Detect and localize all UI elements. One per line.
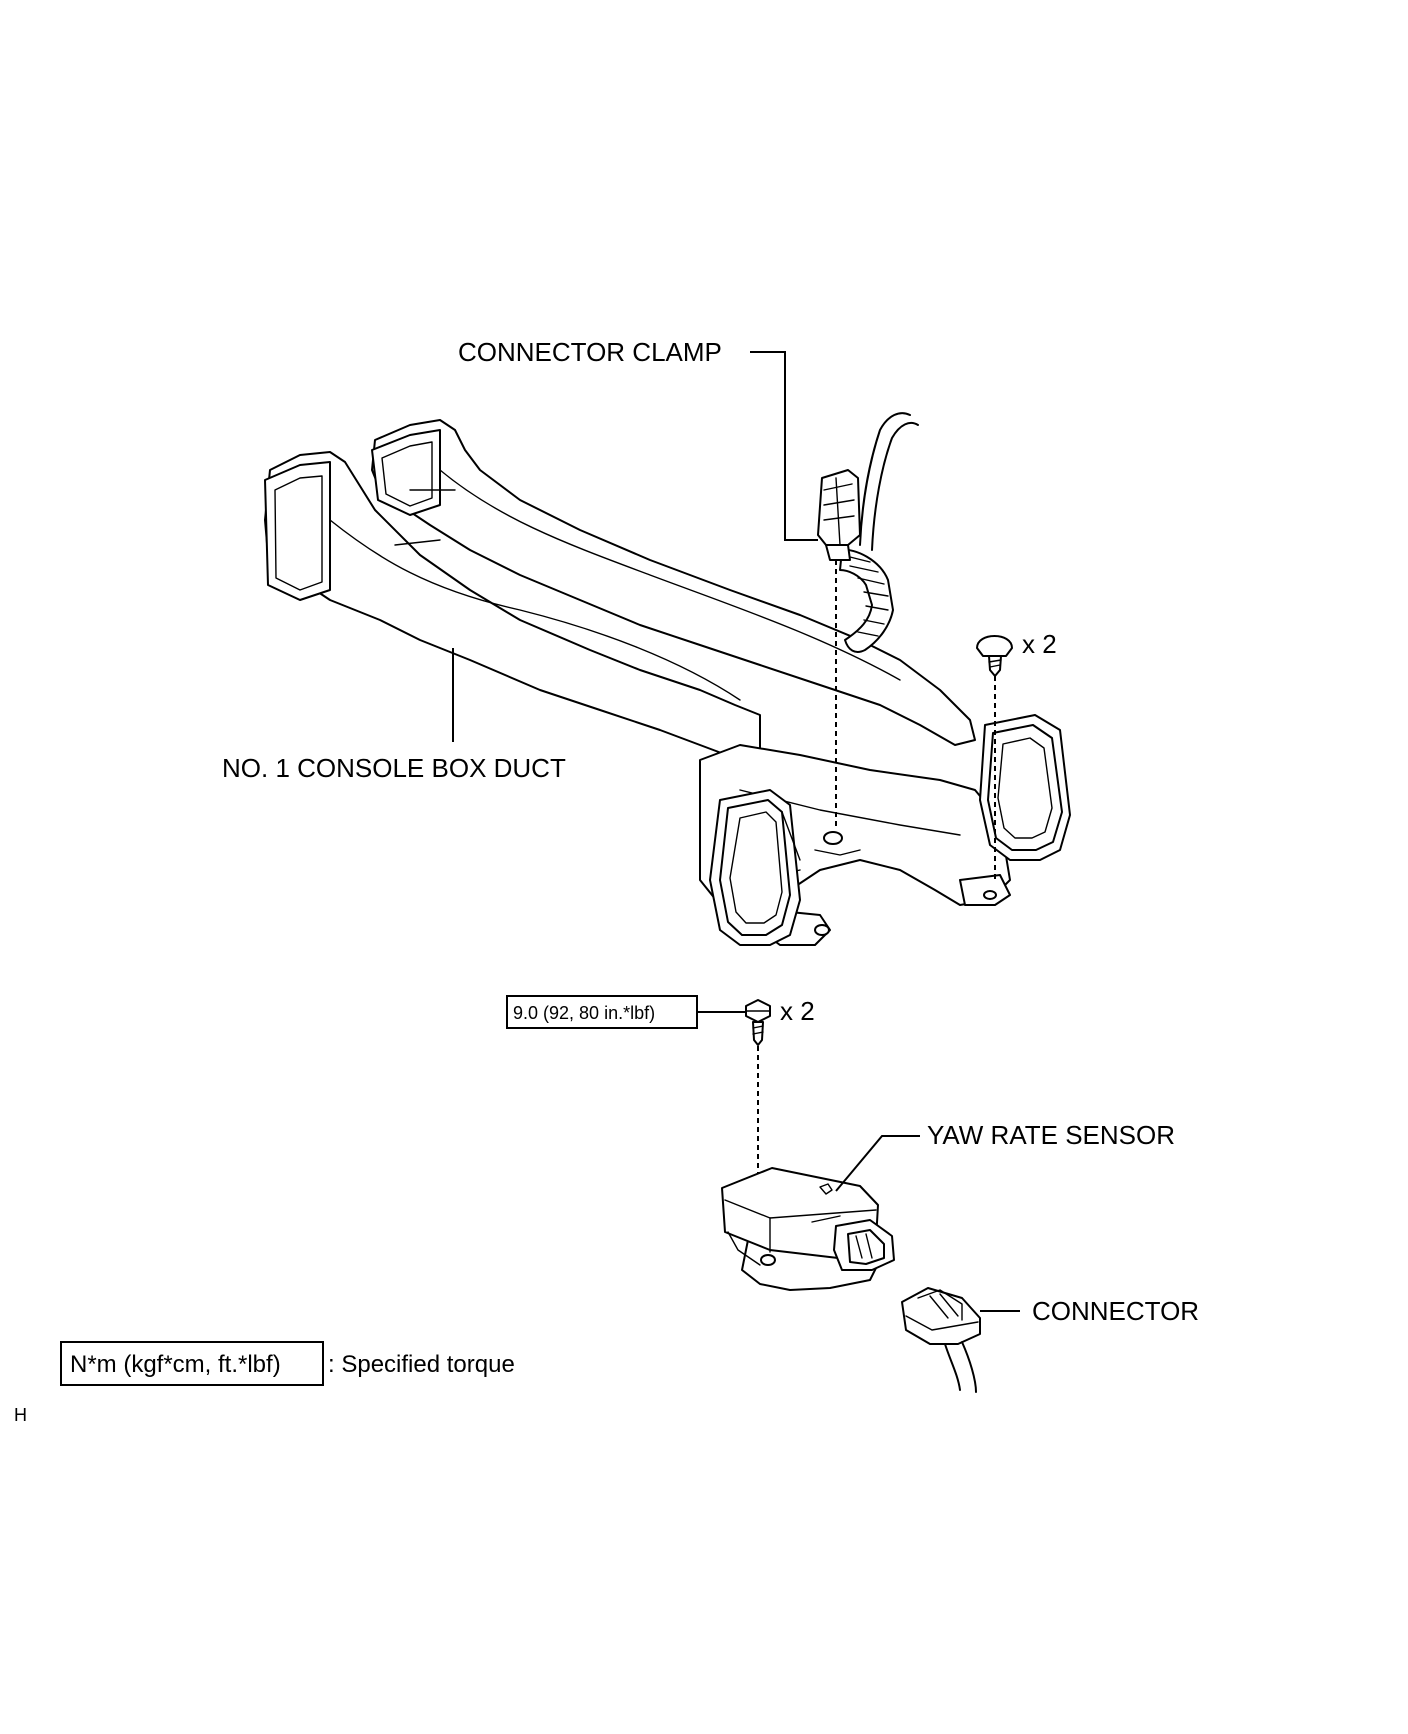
torque-spec-value: 9.0 (92, 80 in.*lbf) bbox=[513, 1003, 655, 1023]
clip-quantity: x 2 bbox=[1022, 629, 1057, 659]
console-box-duct-label: NO. 1 CONSOLE BOX DUCT bbox=[222, 753, 566, 783]
console-box-duct bbox=[264, 419, 1071, 946]
legend-unit-box bbox=[60, 1341, 324, 1386]
legend-description: : Specified torque bbox=[328, 1351, 515, 1378]
bolt-quantity: x 2 bbox=[780, 996, 815, 1026]
legend-unit-text: N*m (kgf*cm, ft.*lbf) bbox=[70, 1351, 281, 1378]
yaw-rate-sensor bbox=[721, 1167, 895, 1291]
connector-clamp bbox=[817, 412, 919, 830]
connector-plug bbox=[901, 1287, 981, 1393]
figure-code: H bbox=[14, 1405, 27, 1425]
connector-label: CONNECTOR bbox=[1032, 1296, 1199, 1326]
connector-clamp-label: CONNECTOR CLAMP bbox=[458, 337, 722, 367]
bolt-fastener-icon bbox=[745, 999, 771, 1250]
clip-fastener-icon bbox=[976, 635, 1013, 880]
torque-spec-box bbox=[506, 995, 698, 1029]
yaw-rate-sensor-label: YAW RATE SENSOR bbox=[927, 1120, 1175, 1150]
